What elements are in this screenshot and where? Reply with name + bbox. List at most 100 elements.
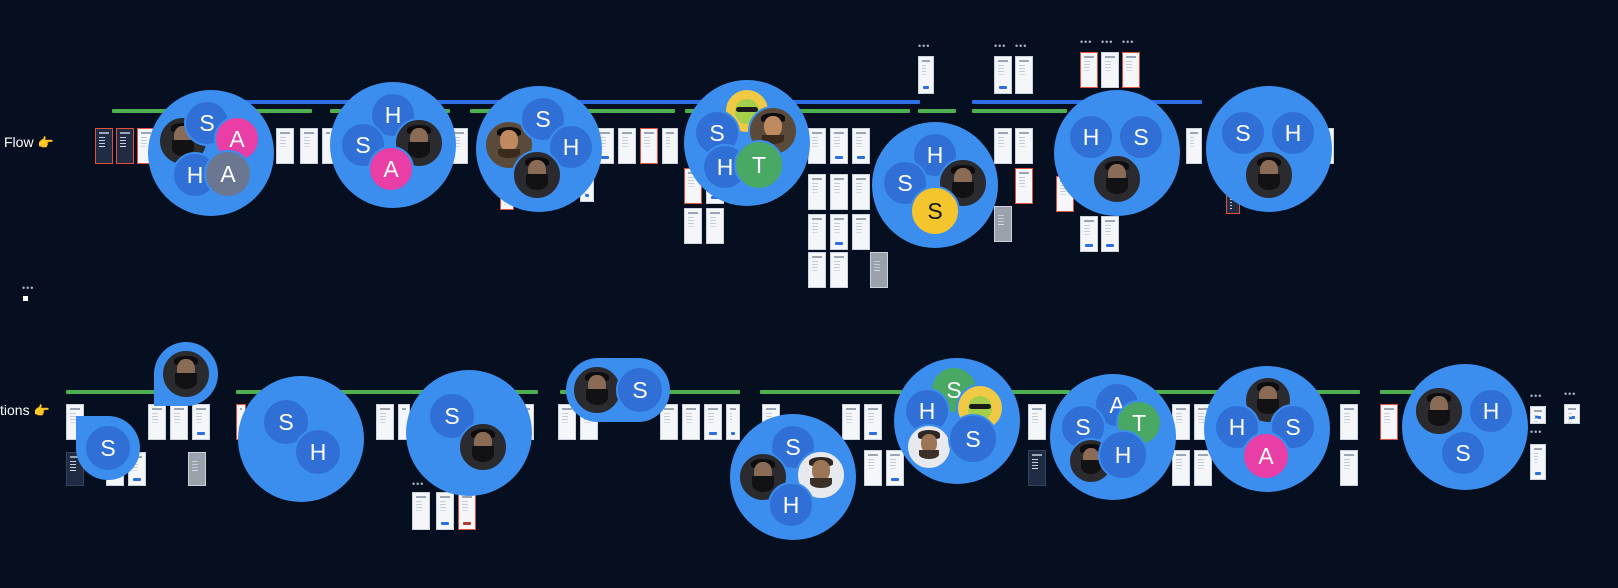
section-bar[interactable] <box>66 390 206 394</box>
avatar[interactable]: S <box>1220 110 1266 156</box>
screen-frame[interactable] <box>1194 450 1212 486</box>
overflow-menu-icon[interactable]: ••• <box>994 41 1007 51</box>
screen-frame[interactable] <box>660 404 678 440</box>
overflow-menu-icon[interactable]: ••• <box>1564 389 1577 399</box>
screen-frame[interactable] <box>886 450 904 486</box>
screen-frame[interactable] <box>852 174 870 210</box>
overflow-menu-icon[interactable]: ••• <box>1530 391 1543 401</box>
screen-frame[interactable] <box>192 404 210 440</box>
avatar-photo[interactable] <box>512 150 562 200</box>
screen-frame[interactable] <box>148 404 166 440</box>
screen-frame[interactable] <box>276 128 294 164</box>
screen-frame[interactable] <box>726 404 740 440</box>
selection-handle-icon[interactable] <box>23 296 28 301</box>
avatar-photo[interactable] <box>796 450 846 500</box>
screen-frame[interactable] <box>1172 450 1190 486</box>
avatar-photo[interactable] <box>1244 150 1294 200</box>
screen-frame[interactable] <box>1340 450 1358 486</box>
screen-frame[interactable] <box>558 404 576 440</box>
overflow-menu-icon[interactable]: ••• <box>1080 37 1093 47</box>
avatar[interactable]: A <box>204 150 252 198</box>
section-bar[interactable] <box>972 109 1067 113</box>
screen-frame[interactable] <box>1101 52 1119 88</box>
screen-frame[interactable] <box>300 128 318 164</box>
collaborator-cluster[interactable]: S H T <box>684 80 810 206</box>
screen-frame[interactable] <box>870 252 888 288</box>
section-bar[interactable] <box>918 109 956 113</box>
screen-frame[interactable] <box>864 404 882 440</box>
collaborator-cluster[interactable]: S <box>406 370 532 496</box>
collaborator-cluster[interactable]: S H <box>1206 86 1332 212</box>
avatar-photo[interactable] <box>906 424 952 470</box>
avatar[interactable]: S <box>910 186 960 236</box>
screen-frame[interactable] <box>1380 404 1398 440</box>
avatar[interactable]: S <box>84 424 132 472</box>
screen-frame[interactable] <box>1028 450 1046 486</box>
avatar[interactable]: A <box>214 116 260 162</box>
screen-frame[interactable] <box>808 128 826 164</box>
collaborator-cluster[interactable]: H S S <box>872 122 998 248</box>
screen-frame[interactable] <box>808 174 826 210</box>
avatar-photo[interactable] <box>1092 154 1142 204</box>
screen-frame[interactable] <box>1080 216 1098 252</box>
screen-frame[interactable] <box>1186 128 1202 164</box>
overflow-menu-icon[interactable]: ••• <box>22 283 35 293</box>
screen-frame[interactable] <box>640 128 658 164</box>
screen-frame[interactable] <box>412 492 430 530</box>
collaborator-cluster[interactable] <box>154 342 218 406</box>
avatar[interactable]: H <box>294 428 342 476</box>
screen-frame[interactable] <box>376 404 394 440</box>
screen-frame[interactable] <box>1028 404 1046 440</box>
screen-frame[interactable] <box>830 252 848 288</box>
screen-frame[interactable] <box>618 128 636 164</box>
screen-frame[interactable] <box>1530 444 1546 480</box>
collaborator-cluster[interactable]: S <box>566 358 670 422</box>
collaborator-cluster[interactable]: S <box>76 416 140 480</box>
screen-frame[interactable] <box>842 404 860 440</box>
avatar-photo[interactable] <box>458 422 508 472</box>
screen-frame[interactable] <box>436 492 454 530</box>
avatar[interactable]: S <box>882 160 928 206</box>
avatar[interactable]: S <box>948 414 998 464</box>
screen-frame[interactable] <box>95 128 113 164</box>
screen-frame[interactable] <box>1101 216 1119 252</box>
screen-frame[interactable] <box>830 214 848 250</box>
screen-frame[interactable] <box>830 174 848 210</box>
avatar[interactable]: S <box>616 366 664 414</box>
collaborator-cluster[interactable]: S H <box>238 376 364 502</box>
overflow-menu-icon[interactable]: ••• <box>1122 37 1135 47</box>
collaborator-cluster[interactable]: S H <box>730 414 856 540</box>
collaborator-cluster[interactable]: H S A <box>330 82 456 208</box>
screen-frame[interactable] <box>1015 128 1033 164</box>
screen-frame[interactable] <box>1530 406 1546 424</box>
collaborator-cluster[interactable]: H S <box>1402 364 1528 490</box>
overflow-menu-icon[interactable]: ••• <box>1101 37 1114 47</box>
overflow-menu-icon[interactable]: ••• <box>1015 41 1028 51</box>
avatar[interactable]: H <box>1068 114 1114 160</box>
avatar[interactable]: H <box>1214 404 1260 450</box>
collaborator-cluster[interactable]: A S T H <box>1050 374 1176 500</box>
screen-frame[interactable] <box>682 404 700 440</box>
avatar-photo[interactable] <box>572 365 622 415</box>
screen-frame[interactable] <box>188 452 206 486</box>
avatar[interactable]: S <box>694 110 740 156</box>
avatar[interactable]: H <box>768 482 814 528</box>
avatar-photo[interactable] <box>1414 386 1464 436</box>
screen-frame[interactable] <box>918 56 934 94</box>
screen-frame[interactable] <box>1080 52 1098 88</box>
avatar[interactable]: S <box>1118 114 1164 160</box>
collaborator-cluster[interactable]: S H S <box>894 358 1020 484</box>
screen-frame[interactable] <box>852 128 870 164</box>
screen-frame[interactable] <box>704 404 722 440</box>
collaborator-cluster[interactable]: H S A <box>1204 366 1330 492</box>
avatar[interactable]: A <box>368 146 414 192</box>
screen-frame[interactable] <box>458 492 476 530</box>
avatar[interactable]: H <box>1468 388 1514 434</box>
screen-frame[interactable] <box>1122 52 1140 88</box>
avatar[interactable]: T <box>734 140 784 190</box>
screen-frame[interactable] <box>852 214 870 250</box>
screen-frame[interactable] <box>170 404 188 440</box>
screen-frame[interactable] <box>808 252 826 288</box>
screen-frame[interactable] <box>1564 404 1580 424</box>
